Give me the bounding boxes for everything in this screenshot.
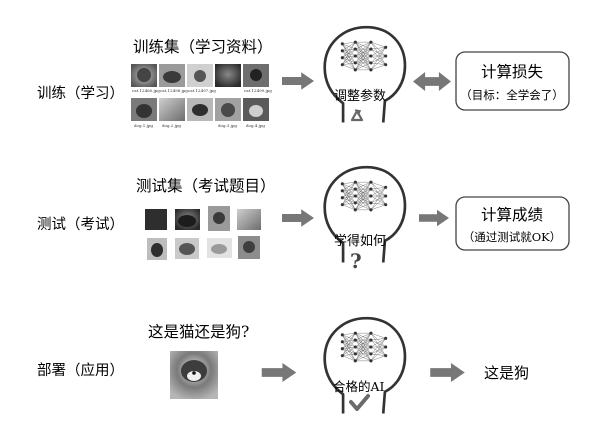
testing-output-arrow bbox=[419, 209, 449, 227]
training-thumb-caption-7: dog.3.jpg bbox=[218, 123, 237, 128]
cat-shape bbox=[137, 68, 151, 82]
training-thumb-caption-8: dog.4.jpg bbox=[246, 123, 265, 128]
testing-thumb-1 bbox=[145, 209, 167, 230]
testing-result-box bbox=[455, 196, 570, 251]
deployment-brain-label: 合格的AI bbox=[333, 379, 385, 394]
cat-shape bbox=[178, 215, 196, 227]
dog-shape bbox=[221, 103, 235, 117]
testing-row: 测试（考试） 测试集（考试题目） 学得如何 ? 计算成绩 （通过测试就OK） bbox=[37, 165, 570, 273]
testing-stage-label: 测试（考试） bbox=[37, 216, 124, 233]
deployment-row: 部署（应用） 这是猫还是狗? 合格的AI 这是狗 bbox=[37, 316, 529, 415]
training-thumb-4 bbox=[215, 64, 241, 87]
cat-shape bbox=[213, 212, 225, 224]
training-image-grid: cat.12460.jpg cat.12498.jpg cat.12497.jp… bbox=[131, 64, 272, 128]
training-feedback-arrow bbox=[413, 72, 451, 91]
deployment-stage-label: 部署（应用） bbox=[37, 361, 124, 379]
dog-shape bbox=[211, 244, 227, 254]
recycle-icon bbox=[350, 109, 364, 122]
testing-thumb-4 bbox=[237, 209, 261, 230]
dog-shape bbox=[192, 104, 208, 116]
training-input-arrow bbox=[282, 72, 314, 90]
training-thumb-caption-6: dog.2.jpg bbox=[162, 123, 181, 128]
cat-shape bbox=[250, 69, 262, 81]
deployment-output-arrow bbox=[430, 363, 465, 382]
testing-brain-label: 学得如何 bbox=[334, 233, 386, 249]
training-dataset-caption: 训练集（学习资料） bbox=[133, 38, 273, 56]
cat-shape bbox=[194, 70, 206, 82]
training-thumb-caption-3: cat.12497.jpg bbox=[188, 88, 216, 93]
training-brain-label: 调整参数 bbox=[334, 88, 386, 104]
deployment-input-arrow bbox=[261, 363, 297, 382]
dog-shape bbox=[192, 371, 196, 375]
dog-shape bbox=[187, 371, 201, 381]
dog-shape bbox=[151, 243, 163, 257]
testing-dataset-caption: 测试集（考试题目） bbox=[136, 177, 276, 195]
dog-shape bbox=[249, 105, 263, 117]
query-image bbox=[170, 351, 218, 399]
training-row: 训练（学习） 训练集（学习资料） cat.12460.jpg cat.12498… bbox=[37, 25, 570, 128]
checkmark-icon bbox=[349, 394, 370, 411]
training-thumb-caption-5: dog.1.jpg bbox=[134, 123, 153, 128]
training-result-title: 计算损失 bbox=[481, 62, 544, 81]
testing-result-title: 计算成绩 bbox=[481, 205, 543, 224]
testing-result-subtitle: （通过测试就OK） bbox=[463, 230, 562, 244]
cat-shape bbox=[163, 71, 181, 83]
training-head-icon bbox=[323, 25, 407, 124]
deployment-result-text: 这是狗 bbox=[484, 364, 529, 382]
training-result-box bbox=[455, 51, 570, 111]
deployment-question: 这是猫还是狗? bbox=[148, 323, 249, 341]
dog-shape bbox=[179, 243, 195, 255]
training-thumb-caption-1: cat.12460.jpg bbox=[132, 88, 160, 93]
testing-image-grid bbox=[145, 206, 261, 260]
training-result-subtitle: （目标：全学会了） bbox=[460, 88, 564, 102]
training-thumb-7 bbox=[159, 98, 185, 121]
training-thumb-caption-4: cat.12499.jpg bbox=[244, 88, 272, 93]
dog-shape bbox=[136, 104, 152, 118]
testing-input-arrow bbox=[282, 209, 314, 227]
training-stage-label: 训练（学习） bbox=[37, 85, 124, 102]
question-mark-icon: ? bbox=[350, 249, 362, 273]
dog-shape bbox=[243, 241, 255, 253]
training-thumb-caption-2: cat.12498.jpg bbox=[160, 88, 188, 93]
